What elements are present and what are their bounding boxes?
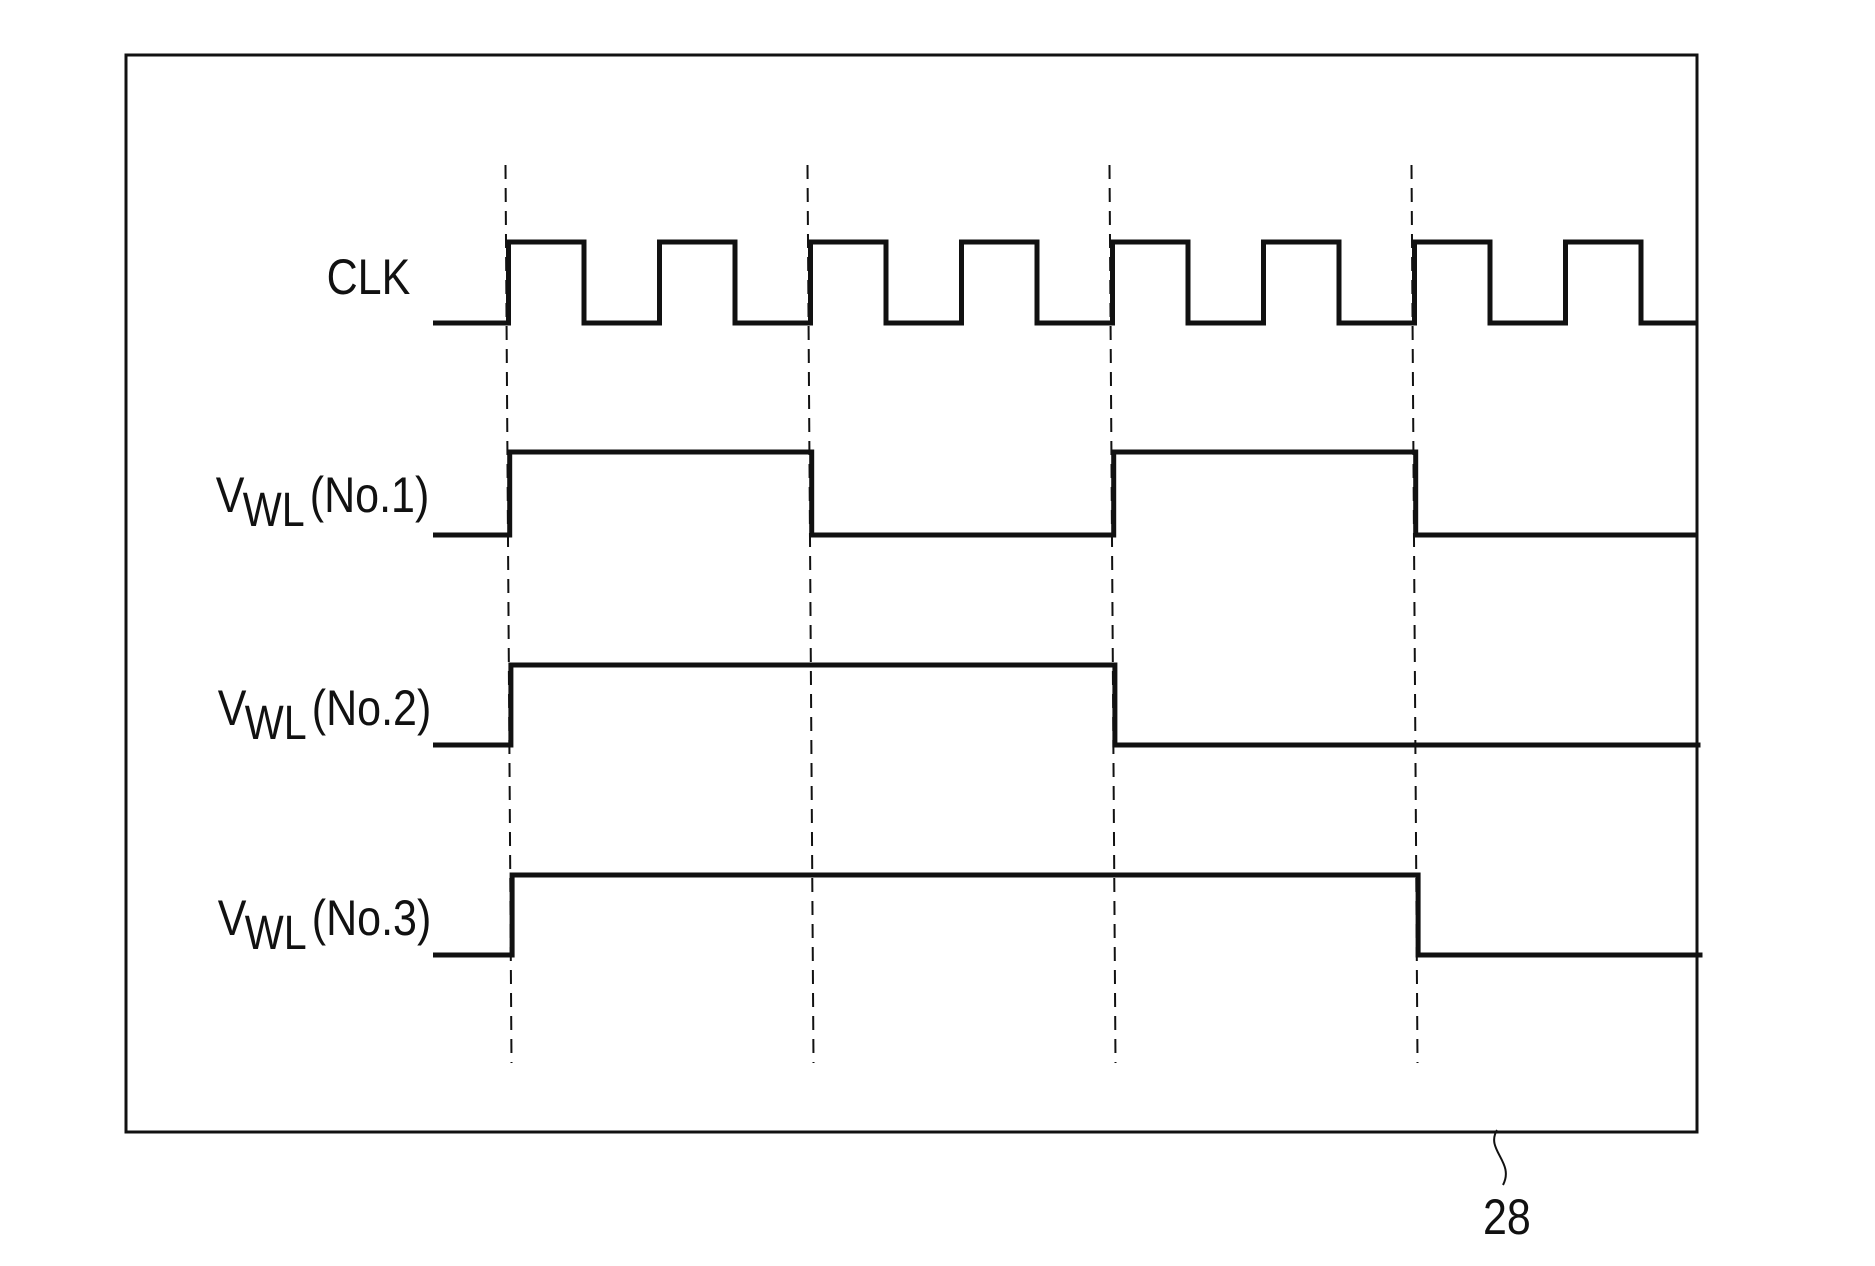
- waveform-clk: [433, 242, 1697, 323]
- reference-numeral: 28: [1483, 1188, 1531, 1246]
- waveform-vwl-no2: [433, 665, 1701, 745]
- signal-label-vwl-no3: VWL(No.3): [217, 893, 431, 958]
- reference-leader-line: [1494, 1130, 1506, 1185]
- signal-label-clk: CLK: [326, 252, 410, 302]
- signal-label-vwl-no2: VWL(No.2): [217, 683, 431, 748]
- waveforms: [433, 242, 1703, 955]
- waveform-vwl-no1: [433, 452, 1699, 535]
- diagram-frame: [126, 55, 1697, 1132]
- waveform-vwl-no3: [433, 875, 1703, 955]
- signal-label-vwl-no1: VWL(No.1): [215, 470, 429, 535]
